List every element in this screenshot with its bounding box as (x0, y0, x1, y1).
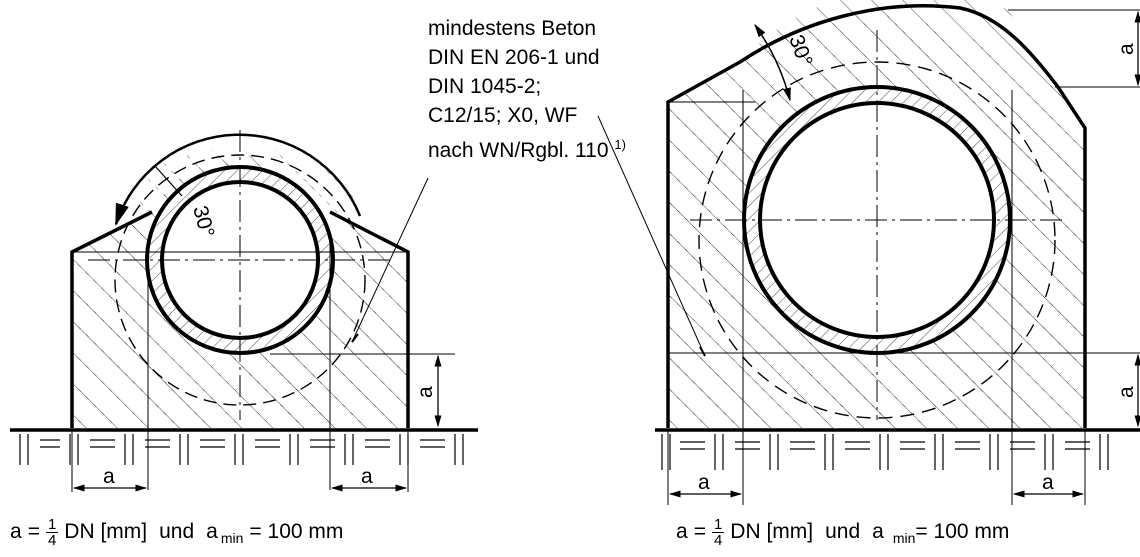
dim-label-right-a4: a (1115, 386, 1138, 398)
left-dimension-a-left: a (71, 430, 148, 492)
right-dimension-a-top: a (1115, 10, 1140, 87)
formula-expr: DN [mm] (730, 519, 814, 543)
formula-eq: = (27, 519, 40, 543)
right-support-block (666, 0, 1140, 505)
footnote-mark: 1) (614, 137, 626, 152)
formula-conj: und (825, 519, 861, 543)
right-dimension-a-bottom: a (1115, 353, 1140, 428)
note-line-5-text: nach WN/Rgbl. 110 (428, 139, 609, 162)
formula-right: a = 1 4 DN [mm] und a min = 100 mm (676, 516, 1010, 549)
formula-expr: DN [mm] (64, 519, 148, 543)
note-line-3: DIN 1045-2; (428, 75, 542, 98)
left-dimension-a-vertical: a (414, 354, 442, 428)
left-dimension-a-right: a (330, 430, 409, 492)
formula-min-eq: = 100 mm (249, 519, 344, 543)
dim-label-right-a2: a (1042, 471, 1054, 494)
formula-var-min: a (872, 519, 884, 543)
formula-min-eq: = 100 mm (915, 519, 1010, 543)
formula-left: a = 1 4 DN [mm] und a min = 100 mm (10, 516, 344, 549)
note-line-2: DIN EN 206-1 und (428, 46, 600, 69)
note-line-1: mindestens Beton (428, 17, 597, 40)
leader-line-left (351, 177, 429, 343)
formula-fraction: 1 4 (711, 516, 725, 549)
fraction-denominator: 4 (713, 532, 723, 549)
left-support-block (70, 130, 455, 490)
dim-label-right-a3: a (1115, 43, 1138, 55)
formula-sub: min (892, 529, 916, 546)
formula-eq: = (693, 519, 706, 543)
dim-label-right-a1: a (698, 471, 710, 494)
formula-var-min: a (206, 519, 218, 543)
formula-fraction: 1 4 (45, 516, 59, 549)
right-soil-hatch (661, 434, 1109, 470)
right-dimension-a-right: a (1012, 430, 1086, 505)
left-soil-hatch (19, 434, 464, 465)
fraction-numerator: 1 (45, 516, 59, 533)
concrete-specification-note: mindestens Beton DIN EN 206-1 und DIN 10… (428, 14, 626, 165)
dim-label-left-a1: a (103, 465, 115, 488)
leader-line-right (597, 115, 706, 357)
fraction-denominator: 4 (47, 532, 57, 549)
formula-sub: min (220, 529, 244, 546)
fraction-numerator: 1 (711, 516, 725, 533)
note-line-5: nach WN/Rgbl. 110 1) (428, 130, 626, 165)
formula-conj: und (159, 519, 195, 543)
formula-var: a (676, 519, 688, 543)
right-dimension-a-left: a (667, 430, 743, 505)
note-line-4: C12/15; X0, WF (428, 104, 578, 127)
dim-label-left-a2: a (361, 465, 373, 488)
dim-label-left-a3: a (414, 386, 437, 398)
formula-var: a (10, 519, 22, 543)
